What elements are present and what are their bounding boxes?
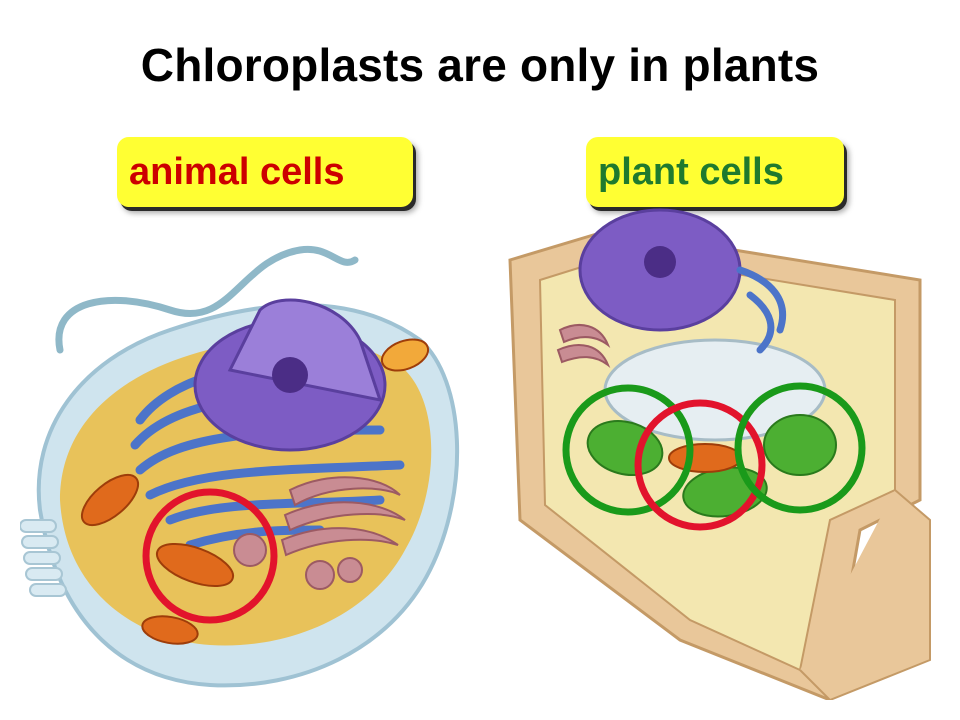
green-marker-circle-left — [562, 384, 694, 516]
animal-cell-illustration — [20, 245, 460, 688]
red-marker-circle — [634, 399, 766, 531]
endoplasmic-reticulum — [736, 266, 787, 354]
slide-title: Chloroplasts are only in plants — [140, 39, 820, 91]
animal-cells-label-text: animal cells — [129, 151, 345, 193]
red-marker-circle — [142, 488, 278, 624]
mitochondrion — [668, 443, 742, 473]
golgi-apparatus — [233, 476, 406, 590]
plant-cells-label: plant cells — [586, 137, 844, 207]
green-marker-circle-right — [734, 382, 866, 514]
plant-cell-illustration — [508, 208, 931, 700]
animal-cells-label: animal cells — [117, 137, 413, 207]
nucleus — [193, 298, 387, 452]
mitochondria — [80, 338, 430, 645]
golgi-apparatus — [556, 324, 611, 369]
nucleus — [578, 208, 742, 332]
microvilli — [20, 519, 67, 597]
plant-cells-label-text: plant cells — [598, 151, 784, 193]
flagellum — [55, 245, 359, 354]
